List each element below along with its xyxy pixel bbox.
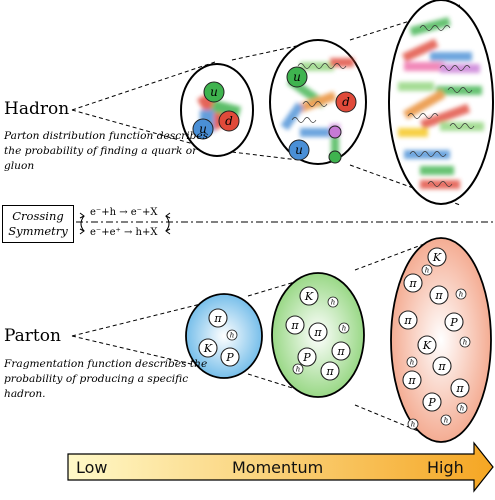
svg-text:h: h [463,339,468,347]
svg-text:h: h [444,417,449,425]
momentum-arrow [67,441,494,493]
hadron-circle-h: h [338,322,350,334]
svg-text:u: u [210,85,218,99]
svg-text:π: π [403,314,412,327]
crossing-symmetry-box: Crossing Symmetry [2,205,74,243]
hadron-circle-P: P [444,312,464,332]
hadron-circle-K: K [427,247,447,267]
svg-text:π: π [407,374,416,387]
crossing-symmetry-line2: Symmetry [8,224,68,238]
svg-text:h: h [460,405,465,413]
svg-text:K: K [432,251,442,264]
svg-text:K: K [203,342,213,355]
parton-blob-high [390,237,492,443]
hadron-circle-K: K [417,335,437,355]
svg-text:h: h [459,291,464,299]
hadron-circle-pi: π [285,315,305,335]
hadron-circle-K: K [299,286,319,306]
crossing-arrows [79,212,171,235]
hadron-label: Hadron [4,99,70,119]
parton-description: Fragmentation function describes the pro… [4,358,208,400]
quark-u-left: u [192,118,214,140]
svg-text:π: π [325,365,334,378]
svg-text:P: P [302,351,311,364]
momentum-title: Momentum [232,458,324,477]
hadron-circle-P: P [297,347,317,367]
svg-text:π: π [213,312,222,325]
svg-text:h: h [342,325,347,333]
hadron-circle-pi: π [320,361,340,381]
svg-text:d: d [225,114,233,128]
hadron-description: Parton distribution function describes t… [4,130,209,172]
svg-text:π: π [455,382,464,395]
svg-text:K: K [422,339,432,352]
hadron-circle-h: h [455,288,467,300]
momentum-low-label: Low [76,458,108,477]
quark-d: d [335,91,357,113]
svg-text:u: u [295,143,303,157]
hadron-circle-K: K [198,338,218,358]
hadron-circle-h: h [406,356,418,368]
hadron-circle-pi: π [403,273,423,293]
hadron-circle-pi: π [308,322,328,342]
svg-text:π: π [434,289,443,302]
hadron-ellipse-high [388,0,494,205]
hadron-circle-h: h [327,296,339,308]
reaction-annihilation: e⁻+e⁺ → h+X [90,227,158,238]
hadron-circle-h: h [292,363,304,375]
hadron-circle-h: h [456,402,468,414]
crossing-symmetry-line1: Crossing [12,209,64,223]
hadron-ellipse-mid: u d u [269,39,367,165]
svg-text:π: π [313,326,322,339]
parton-label: Parton [4,326,61,346]
momentum-high-label: High [427,458,464,477]
hadron-circle-h: h [421,264,433,276]
parton-cone [71,237,441,441]
reaction-dis: e⁻+h → e⁻+X [90,207,158,218]
hadron-circle-h: h [459,336,471,348]
svg-text:h: h [425,267,430,275]
hadron-circle-pi: π [402,370,422,390]
hadron-circle-h: h [226,329,238,341]
svg-text:h: h [296,366,301,374]
hadron-ellipse-low: u d u [180,63,254,157]
hadron-circle-P: P [220,347,240,367]
hadron-circle-pi: π [208,308,228,328]
hadron-circle-pi: π [331,341,351,361]
quark-u-top: u [203,81,225,103]
svg-text:u: u [293,70,301,84]
hadron-circle-pi: π [398,310,418,330]
svg-text:h: h [331,299,336,307]
svg-text:h: h [230,332,235,340]
svg-text:π: π [437,360,446,373]
hadron-circle-h: h [407,418,419,430]
hadron-circle-P: P [422,392,442,412]
svg-text:u: u [199,122,207,136]
hadron-circle-pi: π [429,285,449,305]
svg-text:P: P [225,351,234,364]
svg-text:π: π [408,277,417,290]
svg-text:h: h [411,421,416,429]
svg-text:π: π [336,345,345,358]
svg-text:K: K [304,290,314,303]
hadron-circle-h: h [440,414,452,426]
quark-u-top: u [286,66,308,88]
svg-text:P: P [449,316,458,329]
svg-text:h: h [410,359,415,367]
hadron-circle-pi: π [432,356,452,376]
svg-text:d: d [342,95,350,109]
quark-u-bottom: u [288,139,310,161]
hadron-circle-pi: π [450,378,470,398]
svg-text:P: P [427,396,436,409]
svg-text:π: π [290,319,299,332]
quark-d: d [218,110,240,132]
